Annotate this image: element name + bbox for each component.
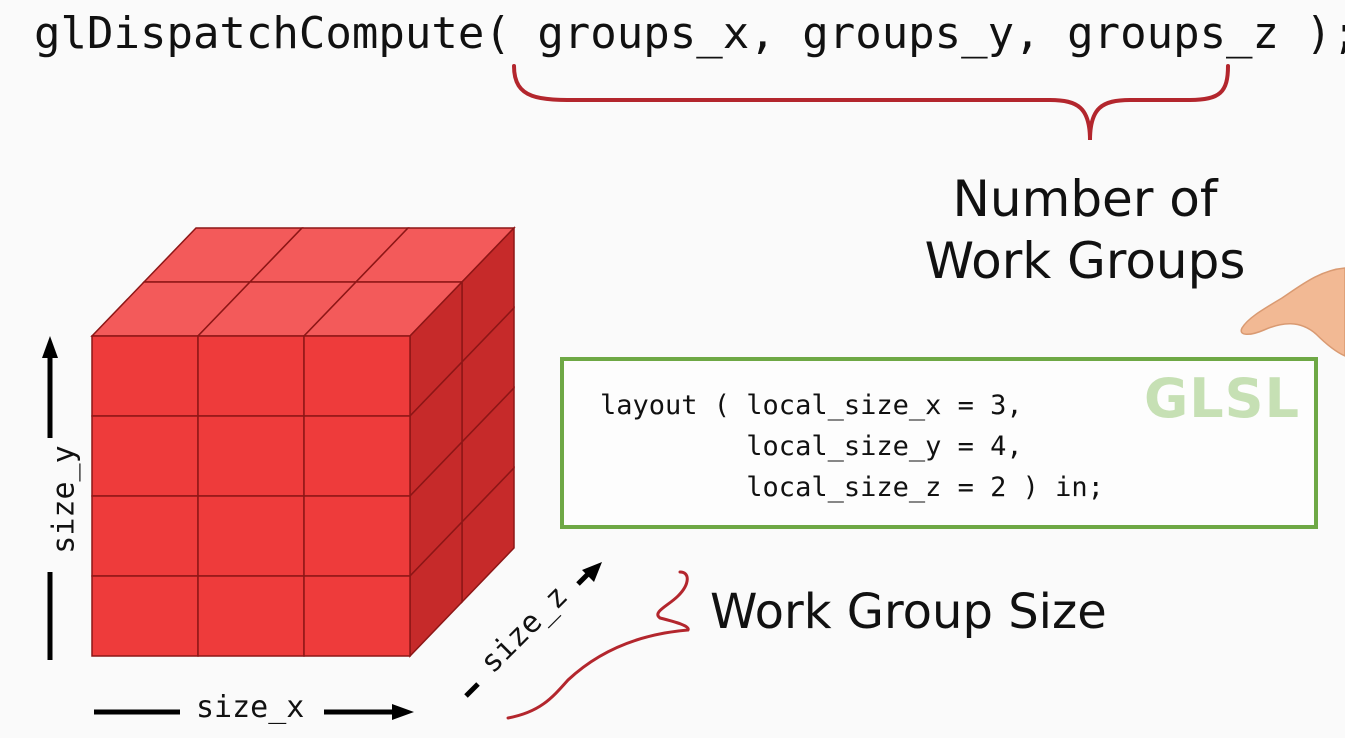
work-group-size-caption: Work Group Size bbox=[710, 584, 1107, 640]
size-x-arrow bbox=[94, 704, 414, 720]
size-brace bbox=[506, 570, 690, 720]
size-y-label: size_y bbox=[46, 445, 82, 554]
cube-front-cell bbox=[91, 335, 199, 417]
cube-front-cell bbox=[197, 495, 305, 577]
cube-front-cell bbox=[303, 495, 411, 577]
caption-line-2: Work Groups bbox=[924, 232, 1246, 290]
work-group-cube bbox=[90, 226, 516, 658]
glsl-layout-box: GLSL layout ( local_size_x = 3, local_si… bbox=[560, 357, 1318, 529]
cube-front-cell bbox=[197, 415, 305, 497]
cube-front-cell bbox=[91, 575, 199, 657]
cube-front-cell bbox=[91, 415, 199, 497]
caption-line-1: Number of bbox=[952, 170, 1218, 228]
number-of-work-groups-caption: Number of Work Groups bbox=[900, 168, 1270, 292]
pointing-hand-icon bbox=[1240, 267, 1345, 357]
cube-front-cell bbox=[303, 575, 411, 657]
cube-front-cell bbox=[303, 415, 411, 497]
glsl-code-line-1: layout ( local_size_x = 3, bbox=[600, 390, 1023, 421]
dispatch-call-code: glDispatchCompute( groups_x, groups_y, g… bbox=[34, 8, 1345, 59]
size-z-arrow bbox=[464, 562, 602, 698]
glsl-code-line-3: local_size_z = 2 ) in; bbox=[600, 472, 1104, 503]
glsl-badge: GLSL bbox=[1143, 367, 1300, 430]
glsl-code-line-2: local_size_y = 4, bbox=[600, 431, 1023, 462]
groups-brace bbox=[512, 64, 1230, 141]
glsl-layout-code: layout ( local_size_x = 3, local_size_y … bbox=[600, 385, 1104, 508]
size-x-label: size_x bbox=[196, 690, 305, 725]
cube-front-cell bbox=[303, 335, 411, 417]
cube-front-cell bbox=[197, 575, 305, 657]
cube-front-cell bbox=[197, 335, 305, 417]
size-y-arrow bbox=[42, 336, 58, 660]
cube-front-cell bbox=[91, 495, 199, 577]
